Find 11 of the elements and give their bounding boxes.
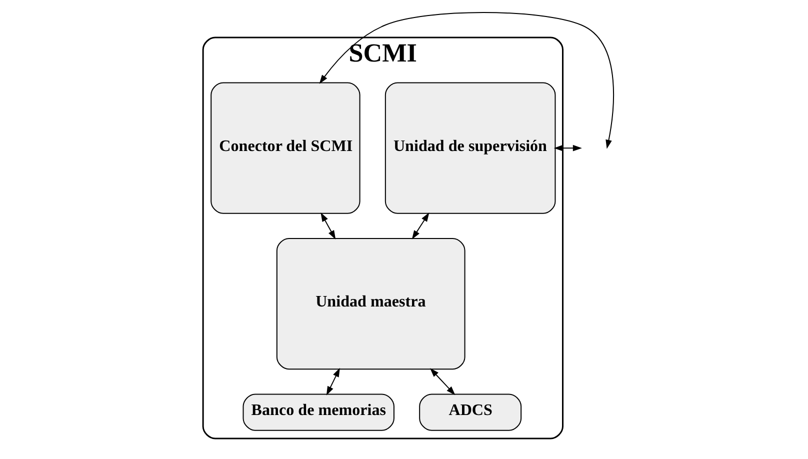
- node-box: ADCS: [418, 394, 522, 431]
- arrow: [411, 212, 429, 240]
- arrow: [553, 144, 582, 152]
- node-box: Unidad de supervisión: [384, 82, 556, 214]
- arrow: [326, 368, 340, 396]
- node-box: Unidad maestra: [276, 238, 465, 370]
- node-box: Banco de memorias: [242, 394, 394, 431]
- arrow: [429, 368, 455, 396]
- arrow: [318, 12, 614, 149]
- arrow: [320, 212, 336, 240]
- node-box: Conector del SCMI: [210, 82, 360, 214]
